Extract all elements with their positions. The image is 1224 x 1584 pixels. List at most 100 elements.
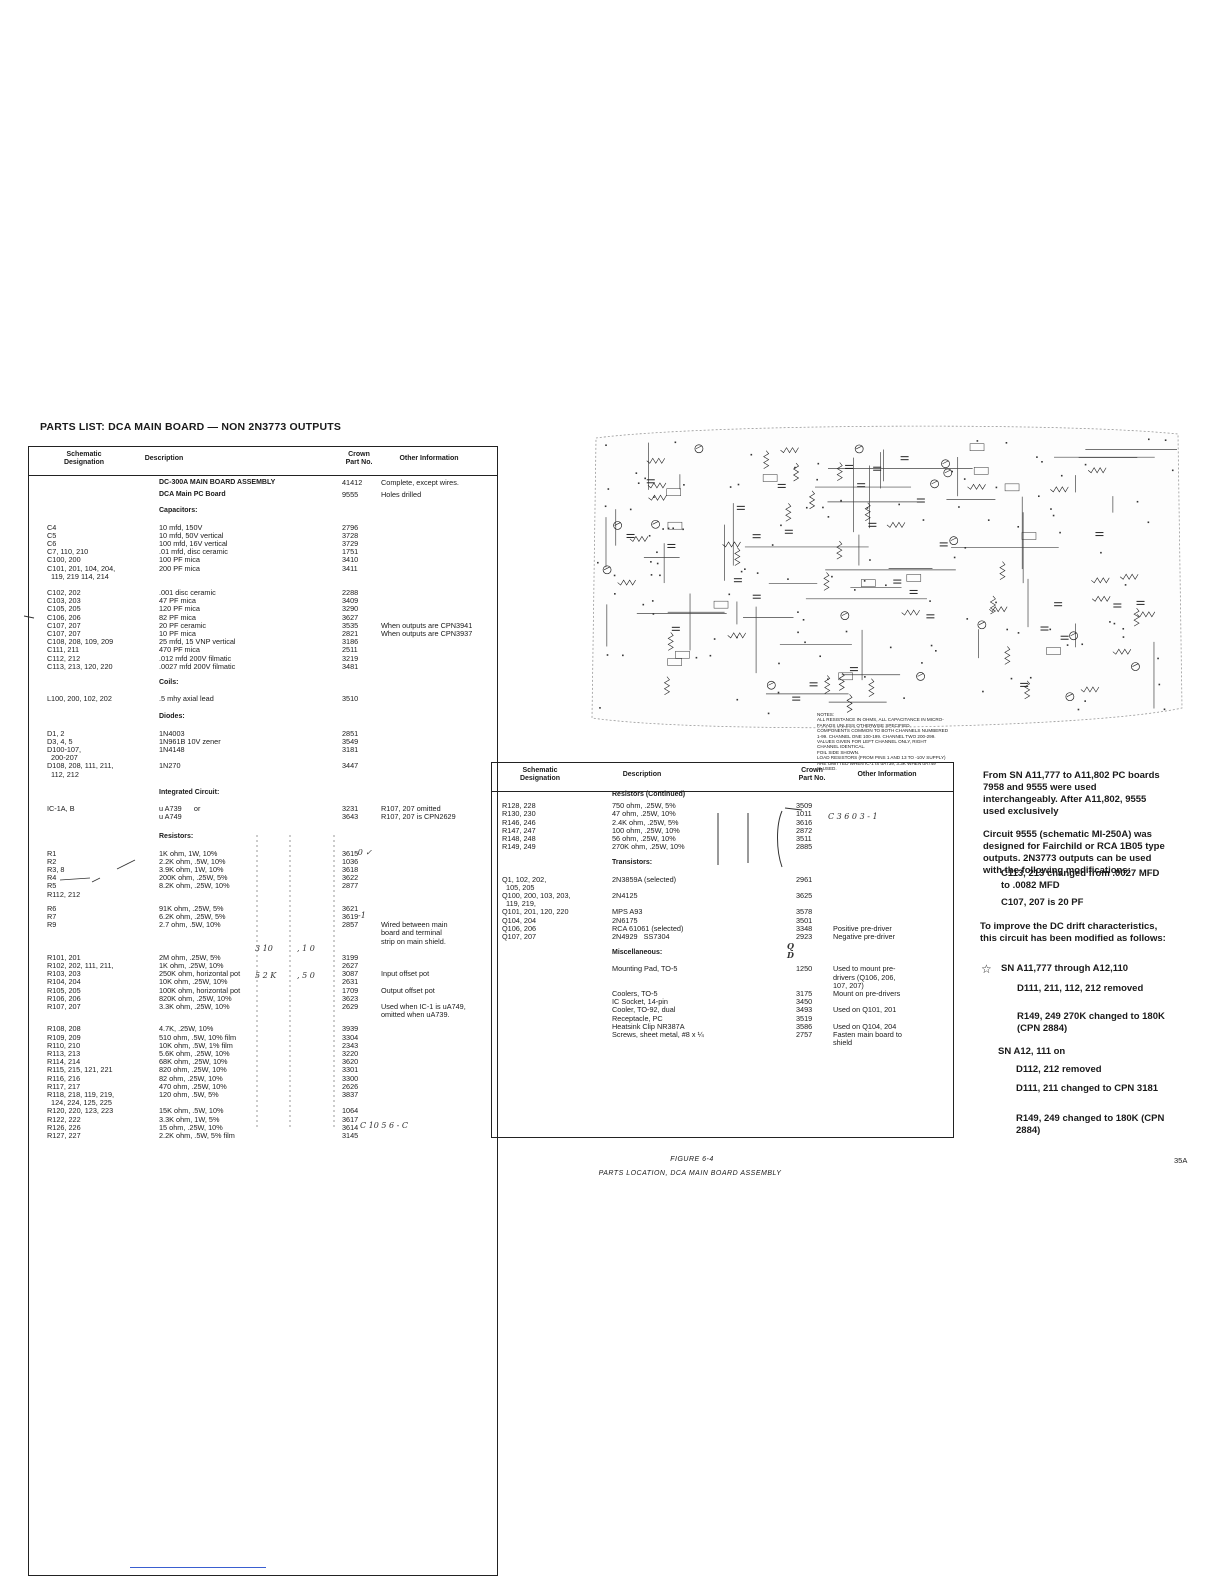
- cell-p: 3939 3304 2343 3220 3620 3301 3300 2626 …: [342, 1024, 359, 1141]
- table-header: Schematic Designation Description Crown …: [29, 447, 497, 476]
- handwritten-mark: 3 10: [255, 944, 273, 953]
- cell-desc: 10 mfd, 150V 10 mfd, 50V vertical 100 mf…: [159, 522, 228, 573]
- cell-d: IC-1A, B: [47, 804, 75, 813]
- cell-d: R128, 228 R130, 230 R146, 246 R147, 247 …: [502, 801, 536, 852]
- note-circuit-9555: Circuit 9555 (schematic MI-250A) was des…: [983, 829, 1165, 876]
- cell-desc: Resistors (Continued): [612, 791, 686, 798]
- handwritten-strokes: [23, 615, 335, 1128]
- cell-desc: Resistors:: [159, 833, 194, 841]
- header-part: Crown Part No.: [798, 767, 826, 782]
- cell-i: Positive pre-driver Negative pre-driver: [833, 923, 896, 942]
- note-d111-3181: D111, 211 changed to CPN 3181: [1016, 1083, 1159, 1094]
- cell-desc: 1N4003 1N961B 10V zener 1N4148 1N270: [159, 728, 221, 771]
- handwritten-mark: Q: [787, 941, 794, 951]
- figure-caption: FIGURE 6-4: [670, 1156, 714, 1163]
- cell-d: Q1, 102, 202, 105, 205 Q100, 200, 103, 2…: [502, 874, 571, 942]
- cell-p: 2851 3549 3181 3447: [342, 728, 359, 771]
- handwritten-mark: , 5 0: [297, 971, 315, 980]
- cell-d: C4 C5 C6 C7, 110, 210 C100, 200 C101, 20…: [47, 522, 116, 581]
- note-d111-removed: D111, 211, 112, 212 removed: [1017, 983, 1144, 994]
- cell-i: Holes drilled: [381, 490, 422, 500]
- cell-p: 3231 3643: [342, 804, 359, 822]
- cell-d: L100, 200, 102, 202: [47, 694, 112, 704]
- note-mod-c113: C113, 213 changed from .0027 MFD to .008…: [1001, 868, 1160, 891]
- note-r149-180k: R149, 249 270K changed to 180K (CPN 2884…: [1017, 1011, 1165, 1034]
- handwritten-mark: -1: [358, 911, 366, 920]
- table-header: Schematic Designation Description Crown …: [492, 763, 953, 792]
- note-dc-drift: To improve the DC drift characteristics,…: [980, 921, 1166, 944]
- page-number: 35A: [1174, 1156, 1188, 1165]
- board-outline: [591, 425, 1183, 729]
- note-r149-changed: R149, 249 changed to 180K (CPN 2884): [1016, 1113, 1165, 1136]
- parts-table-right: Schematic Designation Description Crown …: [491, 762, 954, 1138]
- parts-table-left: Schematic Designation Description Crown …: [28, 446, 498, 1576]
- note-d112-removed: D112, 212 removed: [1016, 1064, 1102, 1075]
- cell-p: 2961 3625 3578 3501 3348 2923: [796, 874, 813, 942]
- cell-desc: Transistors:: [612, 859, 653, 867]
- cell-d: D1, 2 D3, 4, 5 D100-107, 200-207 D108, 2…: [47, 728, 114, 779]
- note-sn-range-1: SN A11,777 through A12,110: [1001, 963, 1129, 974]
- pcb-layout-diagram: [582, 418, 1190, 736]
- cell-d: R1 R2 R3, 8 R4 R5 R112, 212: [47, 848, 81, 899]
- cell-d: R6 R7 R9: [47, 903, 57, 930]
- note-mod-c107: C107, 207 is 20 PF: [1001, 897, 1084, 908]
- cell-desc: 91K ohm, .25W, 5% 6.2K ohm, .25W, 5% 2.7…: [159, 903, 226, 930]
- cell-desc: DC-300A MAIN BOARD ASSEMBLY: [159, 479, 276, 486]
- cell-i: Input offset pot Output offset pot Used …: [381, 969, 466, 1020]
- cell-desc: Capacitors:: [159, 507, 198, 515]
- cell-p: 2288 3409 3290 3627 3535 2821 3186 2511 …: [342, 588, 359, 671]
- handwritten-brackets: [717, 807, 803, 868]
- cell-p: 9555: [342, 490, 359, 500]
- footer-rule: [130, 1567, 266, 1568]
- header-designation: Schematic Designation: [519, 767, 561, 782]
- cell-desc: Mounting Pad, TO-5 Coolers, TO-5 IC Sock…: [612, 964, 704, 1040]
- cell-p: 1250 3175 3450 3493 3519 3586 2757: [796, 964, 813, 1040]
- header-info: Other Information: [399, 455, 459, 462]
- cell-i: Complete, except wires.: [381, 478, 459, 487]
- handwritten-mark: 5 2 K: [255, 971, 277, 980]
- cell-p: 3509 1011 3616 2872 3511 2885: [796, 801, 813, 852]
- cell-d: C102, 202 C103, 203 C105, 205 C106, 206 …: [47, 588, 114, 671]
- note-serial-range: From SN A11,777 to A11,802 PC boards 795…: [983, 770, 1160, 817]
- cell-desc: 750 ohm, .25W, 5% 47 ohm, .25W, 10% 2.4K…: [612, 801, 685, 852]
- header-description: Description: [622, 771, 662, 778]
- cell-desc: Miscellaneous:: [612, 949, 663, 957]
- cell-p: 41412: [342, 478, 363, 487]
- pcb-notes: NOTES: ALL RESISTANCE IN OHMS, ALL CAPAC…: [817, 712, 949, 772]
- note-sn-range-2: SN A12, 111 on: [998, 1046, 1066, 1057]
- pcb-foil-drawing: [591, 425, 1183, 729]
- cell-desc: 2N3859A (selected) 2N4125 MPS A93 2N6175…: [612, 874, 684, 942]
- cell-desc: Integrated Circuit:: [159, 788, 220, 796]
- cell-desc: 4.7K, .25W, 10% 510 ohm, .5W, 10% film 1…: [159, 1024, 237, 1141]
- cell-d: R108, 208 R109, 209 R110, 210 R113, 213 …: [47, 1024, 115, 1141]
- header-description: Description: [144, 455, 184, 462]
- cell-desc: .001 disc ceramic 47 PF mica 120 PF mica…: [159, 588, 236, 671]
- handwritten-mark: , 1 0: [297, 944, 315, 953]
- cell-i: Used to mount pre- drivers (Q106, 206, 1…: [833, 964, 902, 1048]
- handwritten-mark: C 10 5 6 - C: [360, 1121, 409, 1130]
- cell-p: 3510: [342, 694, 359, 704]
- cell-desc: 2M ohm, .25W, 5% 1K ohm, .25W, 10% 250K …: [159, 952, 241, 1012]
- cell-desc: 1K ohm, 1W, 10% 2.2K ohm, .5W, 10% 3.9K …: [159, 848, 230, 891]
- cell-i: R107, 207 omitted R107, 207 is CPN2629: [381, 804, 456, 822]
- cell-p: 3621 3619 2857: [342, 903, 359, 930]
- cell-i: Wired between main board and terminal st…: [381, 920, 448, 946]
- cell-desc: u A739 or u A749: [159, 804, 201, 822]
- cell-desc: .5 mhy axial lead: [159, 694, 214, 704]
- star-icon: ☆: [981, 962, 992, 976]
- cell-desc: Coils:: [159, 679, 179, 686]
- handwritten-mark: -0 ✓: [355, 848, 373, 857]
- header-part: Crown Part No.: [345, 451, 373, 466]
- cell-p: 3199 2627 3087 2631 1709 3623 2629: [342, 952, 359, 1012]
- cell-p: 2796 3728 3729 1751 3410 3411: [342, 522, 359, 573]
- header-designation: Schematic Designation: [63, 451, 105, 466]
- header-info: Other Information: [857, 771, 917, 778]
- handwritten-mark: C 3 6 0 3 - 1: [828, 812, 878, 821]
- cell-i: When outputs are CPN3941 When outputs ar…: [381, 620, 473, 639]
- page-title: PARTS LIST: DCA MAIN BOARD — NON 2N3773 …: [40, 421, 342, 433]
- cell-p: 3615 1036 3618 3622 2877: [342, 848, 359, 891]
- cell-d: R101, 201 R102, 202, 111, 211, R103, 203…: [47, 952, 114, 1012]
- cell-desc: DCA Main PC Board: [159, 491, 226, 499]
- figure-subcaption: PARTS LOCATION, DCA MAIN BOARD ASSEMBLY: [598, 1170, 782, 1177]
- cell-desc: Diodes:: [159, 713, 185, 721]
